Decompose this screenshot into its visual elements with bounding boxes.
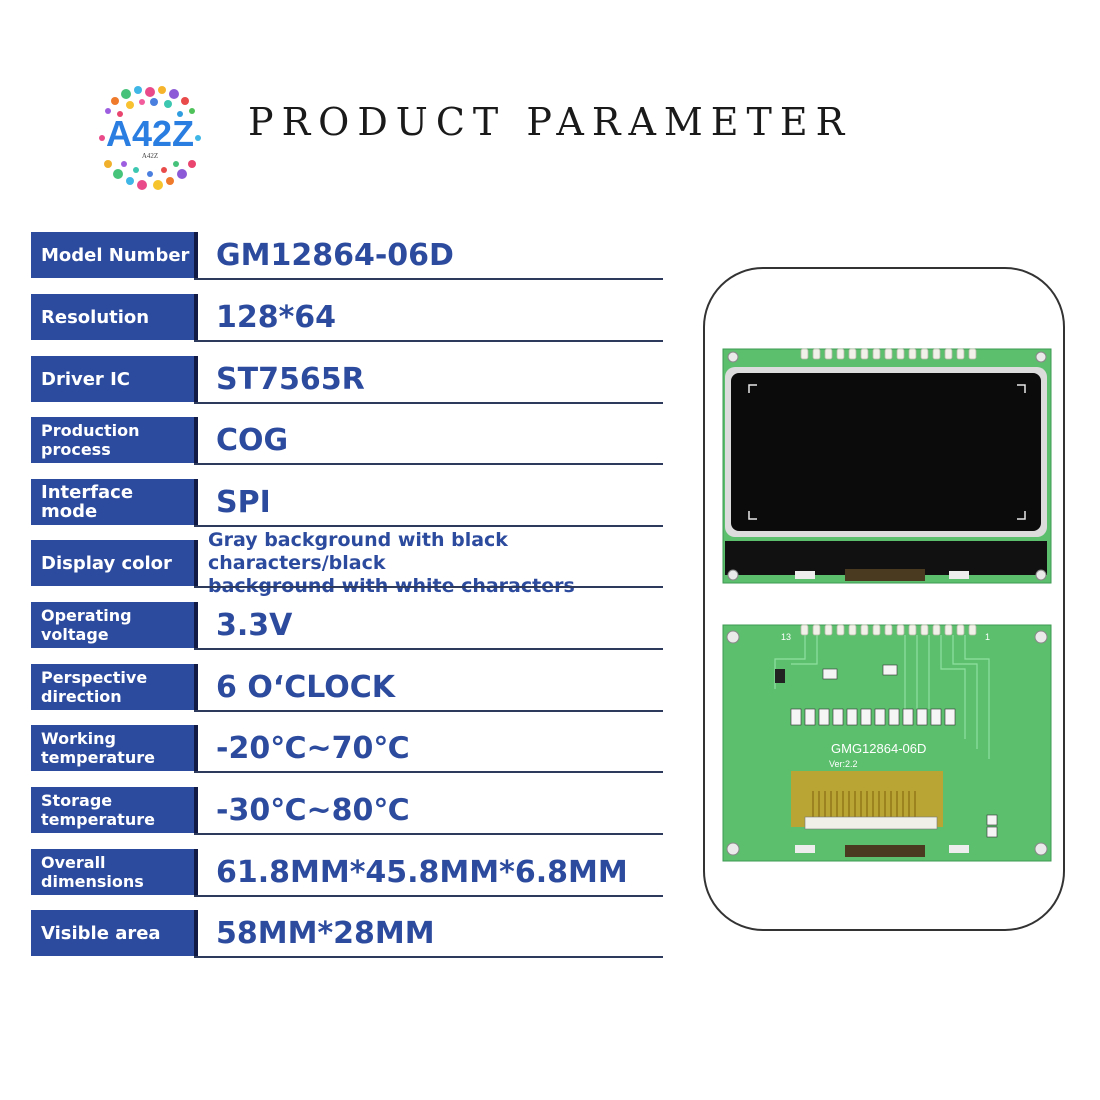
spec-divider (194, 294, 198, 340)
lcd-front-view (722, 348, 1052, 584)
spec-divider (194, 602, 198, 648)
spec-underline (194, 340, 663, 342)
spec-row-storage-temperature: Storage temperature -30℃~80℃ (31, 787, 663, 835)
spec-divider (194, 356, 198, 402)
spec-row-interface-mode: Interface mode SPI (31, 479, 663, 527)
spec-label: Display color (31, 540, 194, 586)
lcd-module-illustration: 13 1 (722, 348, 1052, 862)
spec-value: Gray background with black characters/bl… (208, 528, 575, 597)
spec-value: ST7565R (216, 361, 365, 397)
spec-underline (194, 895, 663, 897)
spec-value: COG (216, 422, 289, 458)
spec-value: -20℃~70℃ (216, 730, 410, 766)
spec-row-operating-voltage: Operating voltage 3.3V (31, 602, 663, 650)
spec-label: Storage temperature (31, 787, 194, 833)
spec-divider (194, 479, 198, 525)
spec-row-display-color: Display color Gray background with black… (31, 528, 663, 597)
spec-value: GM12864-06D (216, 237, 454, 273)
lcd-back-view: 13 1 (722, 624, 1052, 862)
spec-divider (194, 232, 198, 278)
spec-underline (194, 771, 663, 773)
spec-label: Visible area (31, 910, 194, 956)
spec-underline (194, 402, 663, 404)
spec-underline (194, 525, 663, 527)
spec-label: Driver IC (31, 356, 194, 402)
spec-label: Interface mode (31, 479, 194, 525)
spec-underline (194, 956, 663, 958)
spec-underline (194, 463, 663, 465)
spec-underline (194, 710, 663, 712)
pcb-model-label: GMG12864-06D (831, 741, 926, 756)
spec-table: Model Number GM12864-06D Resolution 128*… (31, 0, 663, 1100)
brand-logo: A42Z A42Z (90, 78, 210, 198)
spec-value: 61.8MM*45.8MM*6.8MM (216, 854, 628, 890)
logo-dots (99, 86, 201, 190)
spec-row-perspective-direction: Perspective direction 6 O‘CLOCK (31, 664, 663, 712)
spec-value: 58MM*28MM (216, 915, 435, 951)
spec-value: -30℃~80℃ (216, 792, 410, 828)
spec-value: 6 O‘CLOCK (216, 669, 396, 705)
spec-divider (194, 910, 198, 956)
pin-1-label: 1 (985, 632, 990, 642)
spec-value: 128*64 (216, 299, 337, 335)
spec-row-resolution: Resolution 128*64 (31, 294, 663, 342)
page-title: PRODUCT PARAMETER (248, 100, 853, 144)
spec-label: Production process (31, 417, 194, 463)
spec-label: Resolution (31, 294, 194, 340)
spec-row-visible-area: Visible area 58MM*28MM (31, 910, 663, 958)
spec-row-model-number: Model Number GM12864-06D (31, 232, 663, 280)
pin-13-label: 13 (781, 632, 791, 642)
spec-row-working-temperature: Working temperature -20℃~70℃ (31, 725, 663, 773)
spec-label: Overall dimensions (31, 849, 194, 895)
spec-underline (194, 833, 663, 835)
logo-subtext: A42Z (142, 152, 158, 160)
spec-divider (194, 664, 198, 710)
spec-divider (194, 787, 198, 833)
spec-label: Working temperature (31, 725, 194, 771)
spec-label: Model Number (31, 232, 194, 278)
spec-divider (194, 540, 198, 586)
spec-label: Perspective direction (31, 664, 194, 710)
spec-value: SPI (216, 484, 271, 520)
spec-row-overall-dimensions: Overall dimensions 61.8MM*45.8MM*6.8MM (31, 849, 663, 897)
logo-graphic: A42Z A42Z (99, 86, 201, 190)
spec-underline (194, 278, 663, 280)
spec-divider (194, 849, 198, 895)
spec-row-production-process: Production process COG (31, 417, 663, 465)
spec-divider (194, 725, 198, 771)
spec-value: 3.3V (216, 607, 293, 643)
spec-label: Operating voltage (31, 602, 194, 648)
spec-divider (194, 417, 198, 463)
logo-text: A42Z (106, 113, 194, 154)
spec-row-driver-ic: Driver IC ST7565R (31, 356, 663, 404)
spec-underline (194, 648, 663, 650)
product-image-card: 13 1 (703, 267, 1065, 931)
spec-underline (194, 586, 663, 588)
pcb-version-label: Ver:2.2 (829, 759, 858, 769)
